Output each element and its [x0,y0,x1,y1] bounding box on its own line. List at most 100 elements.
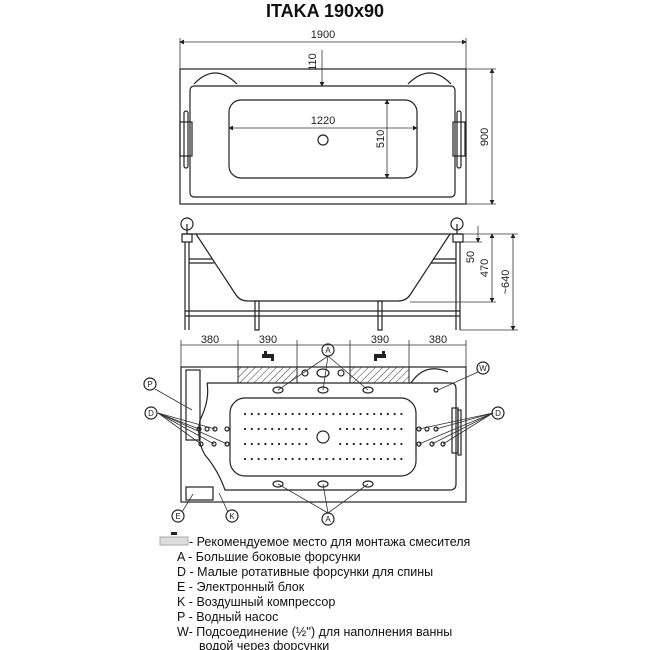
air-jet-dot [359,427,362,431]
back-jet-D [211,441,217,447]
air-jet-dot [318,412,321,416]
air-jet-dot [352,427,355,431]
air-jet-dot [393,427,396,431]
legend: - Рекомендуемое место для монтажа смесит… [159,532,470,650]
air-jet-dot [366,412,369,416]
air-jet-dot [305,412,308,416]
air-jet-dot [400,427,403,431]
leader-line [442,412,494,445]
mixer-zone-swatch [159,536,189,546]
leader-line [277,483,329,514]
air-jet-dot [257,457,260,461]
air-jet-dot [352,442,355,446]
air-jet-dot [400,412,403,416]
dim-depth: 470 [479,259,491,277]
air-jet-dot [298,442,301,446]
leader-line [327,483,369,514]
air-jet-dot [332,412,335,416]
callout-E [171,509,185,523]
side-jet-A [317,480,329,488]
air-jet-dot [400,442,403,446]
air-jet-dot [284,412,287,416]
leader-line [157,412,216,430]
dim-plan-1: 380 [201,334,219,346]
dim-length: 1900 [311,29,335,41]
air-jet-dot [291,412,294,416]
air-jet-dot [271,412,274,416]
air-jet-dot [345,442,349,446]
leader-line [418,412,494,430]
air-jet-dot [291,427,294,431]
faucet-icon [171,532,177,535]
air-jet-dot [386,412,389,416]
air-jet-dot [366,457,369,461]
air-jet-dot [271,427,274,431]
mixer-zone [237,366,298,384]
air-jet-dot [243,457,247,461]
air-jet-dot [393,412,396,416]
air-jet-dot [393,457,396,461]
air-jet-dot [298,427,301,431]
air-jet-dot [284,427,287,431]
air-jet-dot [250,412,253,416]
dim-basin-length: 1220 [311,115,335,127]
air-jet-dot [277,442,281,446]
headrest-left [193,72,238,85]
air-jet-dot [379,412,383,416]
dim-rim: 50 [465,251,477,263]
back-jet-D [416,426,422,432]
leader-line [181,493,194,513]
legend-item: P - Водный насос [177,610,278,624]
air-jet-dot [284,457,287,461]
air-jet-dot [339,427,342,431]
leader-line [322,483,329,514]
air-jet-dot [373,427,376,431]
air-jet-dot [257,427,260,431]
air-jet-dot [291,457,294,461]
legend-item: K - Воздушный компрессор [177,595,335,609]
dim-plan-4: 380 [429,334,447,346]
faucet-icon [374,351,386,361]
back-jet-D [224,426,230,432]
air-jet-dot [366,427,369,431]
air-jet-dot [264,442,267,446]
back-jet-D [440,441,446,447]
air-jet-dot [311,457,315,461]
leader-line [157,412,228,445]
air-jet-dot [386,442,389,446]
leader-line [157,412,215,445]
callout-P [143,377,157,391]
air-jet-dot [325,457,328,461]
fill-connection-W [433,387,439,393]
faucet-icon [262,351,274,361]
callout-label-P: P [147,380,152,389]
air-jet-dot [243,442,247,446]
callout-W [476,361,490,375]
drawing-title: ITAKA 190x90 [266,1,384,21]
leader-line [154,388,193,411]
air-jet-dot [277,427,281,431]
side-jet-A [362,386,374,394]
leader-line [157,412,202,445]
air-jet-dot [243,427,247,431]
air-jet-dot [393,442,396,446]
air-jet-dot [373,442,376,446]
air-jet-dot [250,442,253,446]
air-jet-dot [379,427,383,431]
callout-label-E: E [175,512,180,521]
air-jet-dot [359,412,362,416]
legend-item: E - Электронный блок [177,580,305,594]
dim-plan-3: 390 [371,334,389,346]
air-jet-dot [366,442,369,446]
air-jet-dot [291,442,294,446]
back-jet-D [429,441,435,447]
callout-label-D: D [148,409,154,418]
air-jet-dot [264,457,267,461]
back-jet-D [416,441,422,447]
air-jet-dot [305,427,308,431]
callout-D [491,406,505,420]
air-jet-dot [250,457,253,461]
air-jet-dot [257,412,260,416]
